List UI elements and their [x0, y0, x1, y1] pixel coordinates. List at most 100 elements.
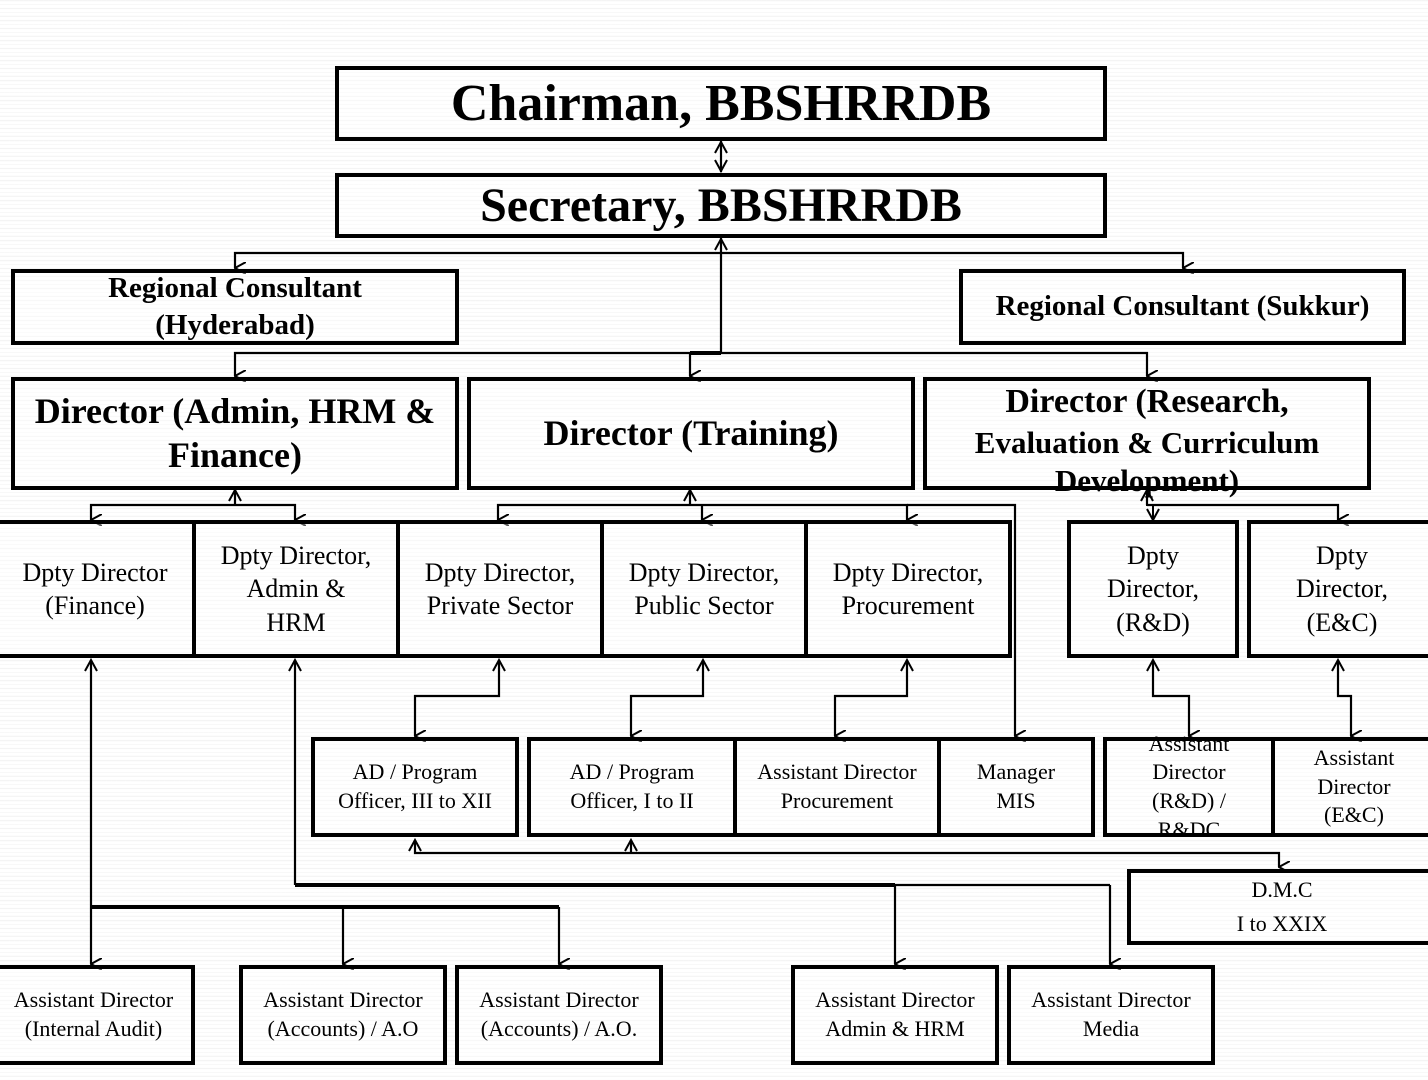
- regional-consultant-sukkur: Regional Consultant (Sukkur): [959, 269, 1406, 345]
- chairman-box: Chairman, BBSHRRDB: [335, 66, 1107, 141]
- arrowhead-up: [1146, 657, 1160, 672]
- dpty-director-rd: Dpty Director, (R&D): [1067, 520, 1239, 658]
- connector-ad-po-1-2: [629, 660, 705, 736]
- connector-ad-rd: [1151, 660, 1189, 736]
- connector-ad-procurement: [833, 660, 909, 736]
- box-line: Dpty Director,: [628, 557, 780, 587]
- box-line: Assistant: [1148, 730, 1230, 756]
- connector-ad-po-3-12: [413, 660, 501, 736]
- box-line: (E&C): [1306, 607, 1378, 637]
- box-line: Assistant Director: [263, 987, 423, 1013]
- assistant-director-ec: Assistant Director (E&C): [1271, 737, 1428, 837]
- box-line: Assistant Director: [479, 987, 639, 1013]
- box-line: Private Sector: [426, 591, 574, 620]
- arrowhead-up: [84, 657, 98, 672]
- connector-dd-ec: [1147, 503, 1338, 520]
- box-line: Public Sector: [634, 591, 774, 620]
- connector-regional-sukkur: [721, 251, 1183, 268]
- box-line: Director (Training): [543, 412, 839, 453]
- connector-dd-admin: [235, 503, 295, 520]
- box-line: Director (Admin, HRM &: [34, 391, 436, 432]
- box-line: Dpty Director: [22, 557, 168, 587]
- box-line: Assistant Director: [815, 987, 975, 1013]
- connector-dd-procurement: [690, 503, 907, 520]
- connector-director-research: [721, 351, 1147, 376]
- box-line: (Accounts) / A.O.: [480, 1016, 638, 1041]
- dpty-director-public-sector: Dpty Director, Public Sector: [600, 520, 808, 658]
- box-line: (R&D): [1116, 607, 1190, 637]
- box-line: Dpty: [1316, 541, 1368, 571]
- connector-ad-ec: [1336, 660, 1351, 736]
- assistant-director-media: Assistant Director Media: [1007, 965, 1215, 1065]
- box-line: HRM: [266, 607, 326, 637]
- box-line: (Hyderabad): [155, 309, 315, 341]
- box-line: Dpty Director,: [220, 541, 372, 571]
- regional-consultant-hyderabad: Regional Consultant (Hyderabad): [11, 269, 459, 345]
- box-line: (E&C): [1324, 802, 1384, 828]
- box-line: Manager: [976, 759, 1056, 785]
- box-line: Dpty: [1127, 541, 1179, 571]
- box-line: Media: [1082, 1016, 1140, 1041]
- director-research-evaluation-curriculum: Director (Research, Evaluation & Curricu…: [923, 377, 1371, 498]
- connector-regional-hyderabad: [233, 251, 721, 268]
- box-line: Assistant Director: [13, 987, 174, 1013]
- box-line: Officer, III to XII: [338, 788, 492, 813]
- dpty-director-finance: Dpty Director (Finance): [0, 520, 196, 658]
- director-training: Director (Training): [467, 377, 915, 490]
- arrowhead-up: [714, 236, 728, 251]
- arrowhead-up: [288, 657, 302, 672]
- arrowhead-up: [408, 837, 422, 852]
- arrowhead-up: [492, 657, 506, 672]
- assistant-director-accounts-2: Assistant Director (Accounts) / A.O.: [455, 965, 663, 1065]
- assistant-director-procurement: Assistant Director Procurement: [733, 737, 941, 837]
- box-line: (Internal Audit): [24, 1016, 163, 1041]
- box-line: MIS: [996, 788, 1036, 813]
- box-line: (Finance): [45, 591, 145, 620]
- box-line: R&DC: [1157, 816, 1221, 842]
- assistant-director-rd: Assistant Director (R&D) / R&DC: [1103, 731, 1275, 842]
- secretary-box: Secretary, BBSHRRDB: [335, 173, 1107, 238]
- arrowhead-up: [714, 139, 728, 154]
- box-line: Director (Research,: [1005, 383, 1289, 420]
- arrowhead-up: [683, 487, 697, 502]
- box-line: (R&D) /: [1152, 788, 1226, 813]
- box-line: D.M.C: [1251, 876, 1313, 902]
- arrowhead-up: [228, 487, 242, 502]
- box-line: Procurement: [841, 591, 975, 620]
- ad-program-officer-iii-xii: AD / Program Officer, III to XII: [311, 737, 519, 837]
- arrowhead-up: [624, 837, 638, 852]
- chairman-label: Chairman, BBSHRRDB: [450, 74, 992, 132]
- box-line: Development): [1054, 463, 1240, 499]
- assistant-director-accounts-1: Assistant Director (Accounts) / A.O: [239, 965, 447, 1065]
- box-line: (Accounts) / A.O: [267, 1016, 419, 1041]
- box-line: AD / Program: [569, 759, 695, 785]
- connector-dmc: [413, 840, 1279, 867]
- box-line: Regional Consultant: [108, 272, 362, 305]
- arrowhead-up: [696, 657, 710, 672]
- dmc-box: D.M.C I to XXIX: [1127, 869, 1428, 945]
- dpty-director-admin-hrm: Dpty Director, Admin & HRM: [192, 520, 400, 658]
- box-line: Director,: [1295, 574, 1389, 604]
- dpty-director-ec: Dpty Director, (E&C): [1247, 520, 1428, 658]
- dpty-director-private-sector: Dpty Director, Private Sector: [396, 520, 604, 658]
- connector-dd-finance: [89, 503, 235, 520]
- arrowhead-down: [714, 159, 728, 174]
- ad-program-officer-i-ii: AD / Program Officer, I to II: [527, 737, 737, 837]
- connector-director-admin: [233, 351, 690, 376]
- box-line: Dpty Director,: [832, 557, 984, 587]
- box-line: Officer, I to II: [570, 788, 694, 813]
- connector-dd-private: [496, 503, 690, 520]
- box-line: Director: [1152, 759, 1226, 785]
- assistant-director-admin-hrm: Assistant Director Admin & HRM: [791, 965, 999, 1065]
- box-line: Admin &: [246, 574, 346, 604]
- box-line: AD / Program: [352, 759, 478, 785]
- box-line: Director,: [1106, 574, 1200, 604]
- box-line: Evaluation & Curriculum: [974, 424, 1320, 460]
- box-line: Dpty Director,: [424, 557, 576, 587]
- box-line: Admin & HRM: [825, 1016, 965, 1041]
- box-line: Assistant Director: [757, 759, 917, 785]
- arrowhead-down: [1146, 508, 1160, 523]
- box-line: Assistant Director: [1031, 987, 1191, 1013]
- assistant-director-internal-audit: Assistant Director (Internal Audit): [0, 965, 195, 1065]
- box-line: Assistant: [1313, 745, 1395, 771]
